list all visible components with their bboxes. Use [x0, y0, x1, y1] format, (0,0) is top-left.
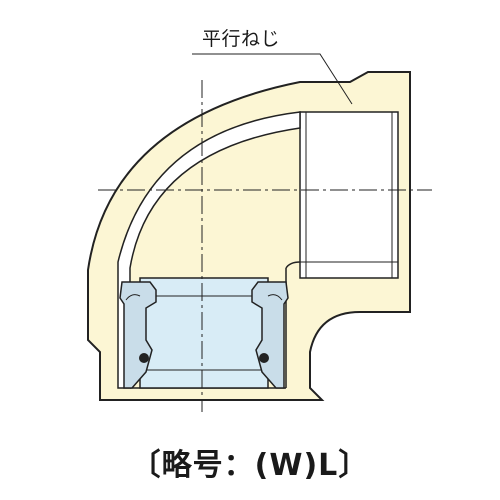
parallel-thread-label: 平行ねじ — [202, 28, 281, 50]
push-in-insert — [139, 277, 269, 389]
left-o-ring — [139, 353, 149, 363]
abbreviation-caption: 〔略号：(W)L〕 — [130, 448, 370, 483]
right-o-ring — [259, 353, 269, 363]
threaded-bore — [299, 111, 399, 279]
left-collar-detail — [125, 294, 141, 301]
bore-corner — [285, 261, 301, 269]
right-collar-detail — [267, 294, 283, 301]
callout-leader — [192, 53, 353, 105]
